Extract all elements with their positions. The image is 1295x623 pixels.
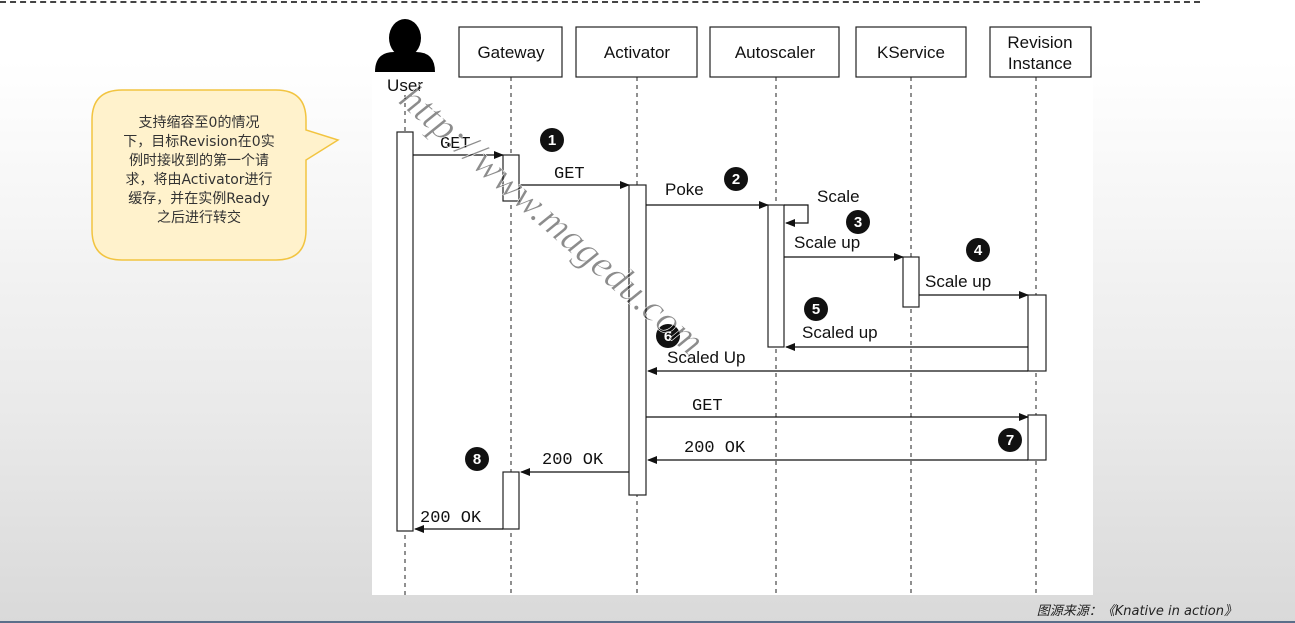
participant-kservice: KService — [877, 43, 945, 62]
activation-gateway-1 — [502, 154, 520, 202]
label-get-revision: GET — [692, 397, 723, 416]
watermark-text: http://www.magedu.com — [391, 75, 713, 364]
step-badge-1 — [540, 128, 564, 152]
callout-line: 例时接收到的第一个请 — [129, 153, 269, 169]
activation-user — [396, 131, 414, 532]
step-badge-7 — [998, 428, 1022, 452]
callout-bubble: 支持缩容至0的情况 下，目标Revision在0实 例时接收到的第一个请 求，将… — [91, 89, 340, 261]
label-poke: Poke — [665, 180, 704, 199]
label-ok-activator: 200 OK — [542, 451, 604, 470]
callout-line: 下，目标Revision在0实 — [123, 134, 275, 150]
user-icon — [375, 19, 435, 72]
callout-line: 求，将由Activator进行 — [125, 172, 273, 188]
step-number-8: 8 — [473, 451, 481, 468]
step-number-2: 2 — [732, 171, 740, 188]
participant-revision-line2: Instance — [1008, 54, 1072, 73]
participant-box-kservice — [855, 26, 967, 78]
step-badge-4 — [966, 238, 990, 262]
activation-autoscaler — [767, 204, 785, 348]
participant-revision-line1: Revision — [1007, 33, 1072, 52]
callout-text: 支持缩容至0的情况 下，目标Revision在0实 例时接收到的第一个请 求，将… — [106, 114, 292, 228]
bottom-divider — [0, 621, 1295, 623]
label-ok-revision: 200 OK — [684, 439, 746, 458]
callout-line: 之后进行转交 — [157, 210, 241, 226]
activation-gateway-2 — [502, 471, 520, 530]
participant-user: User — [387, 76, 423, 95]
participant-box-gateway — [458, 26, 563, 78]
step-badge-6 — [656, 324, 680, 348]
participant-activator: Activator — [604, 43, 670, 62]
step-number-5: 5 — [812, 301, 820, 318]
label-get-user-gateway: GET — [440, 135, 471, 154]
step-number-3: 3 — [854, 214, 862, 231]
activation-revision-1 — [1027, 294, 1047, 372]
callout-line: 缓存，并在实例Ready — [128, 191, 270, 207]
participant-autoscaler: Autoscaler — [735, 43, 816, 62]
label-get-gateway-activator: GET — [554, 165, 585, 184]
step-badge-2 — [724, 167, 748, 191]
step-number-6: 6 — [664, 328, 672, 345]
step-number-7: 7 — [1006, 432, 1014, 449]
label-scaled-up-activator: Scaled Up — [667, 348, 745, 367]
activation-activator — [628, 184, 647, 496]
top-dashed-divider — [0, 1, 1200, 3]
step-badge-8 — [465, 447, 489, 471]
label-scale-up-kservice: Scale up — [794, 233, 860, 252]
participant-box-activator — [575, 26, 698, 78]
participant-box-autoscaler — [709, 26, 840, 78]
arrow-scale-self — [784, 204, 809, 227]
label-scale-self: Scale — [817, 187, 860, 206]
label-scale-up-revision: Scale up — [925, 272, 991, 291]
activation-revision-2 — [1027, 414, 1047, 461]
callout-line: 支持缩容至0的情况 — [138, 115, 260, 131]
label-scaled-up-autoscaler: Scaled up — [802, 323, 878, 342]
sequence-diagram-svg: User Gateway Activator Autoscaler KServi… — [375, 19, 1092, 595]
step-number-4: 4 — [974, 242, 983, 259]
activation-kservice — [902, 256, 920, 308]
participant-box-revision — [989, 26, 1092, 78]
label-ok-gateway: 200 OK — [420, 509, 482, 528]
callout-shape — [91, 89, 340, 261]
step-number-1: 1 — [548, 132, 556, 149]
step-badge-5 — [804, 297, 828, 321]
step-badge-3 — [846, 210, 870, 234]
participant-gateway: Gateway — [477, 43, 545, 62]
image-source-caption: 图源来源：《Knative in action》 — [1036, 604, 1237, 619]
sequence-diagram: User Gateway Activator Autoscaler KServi… — [372, 10, 1093, 595]
